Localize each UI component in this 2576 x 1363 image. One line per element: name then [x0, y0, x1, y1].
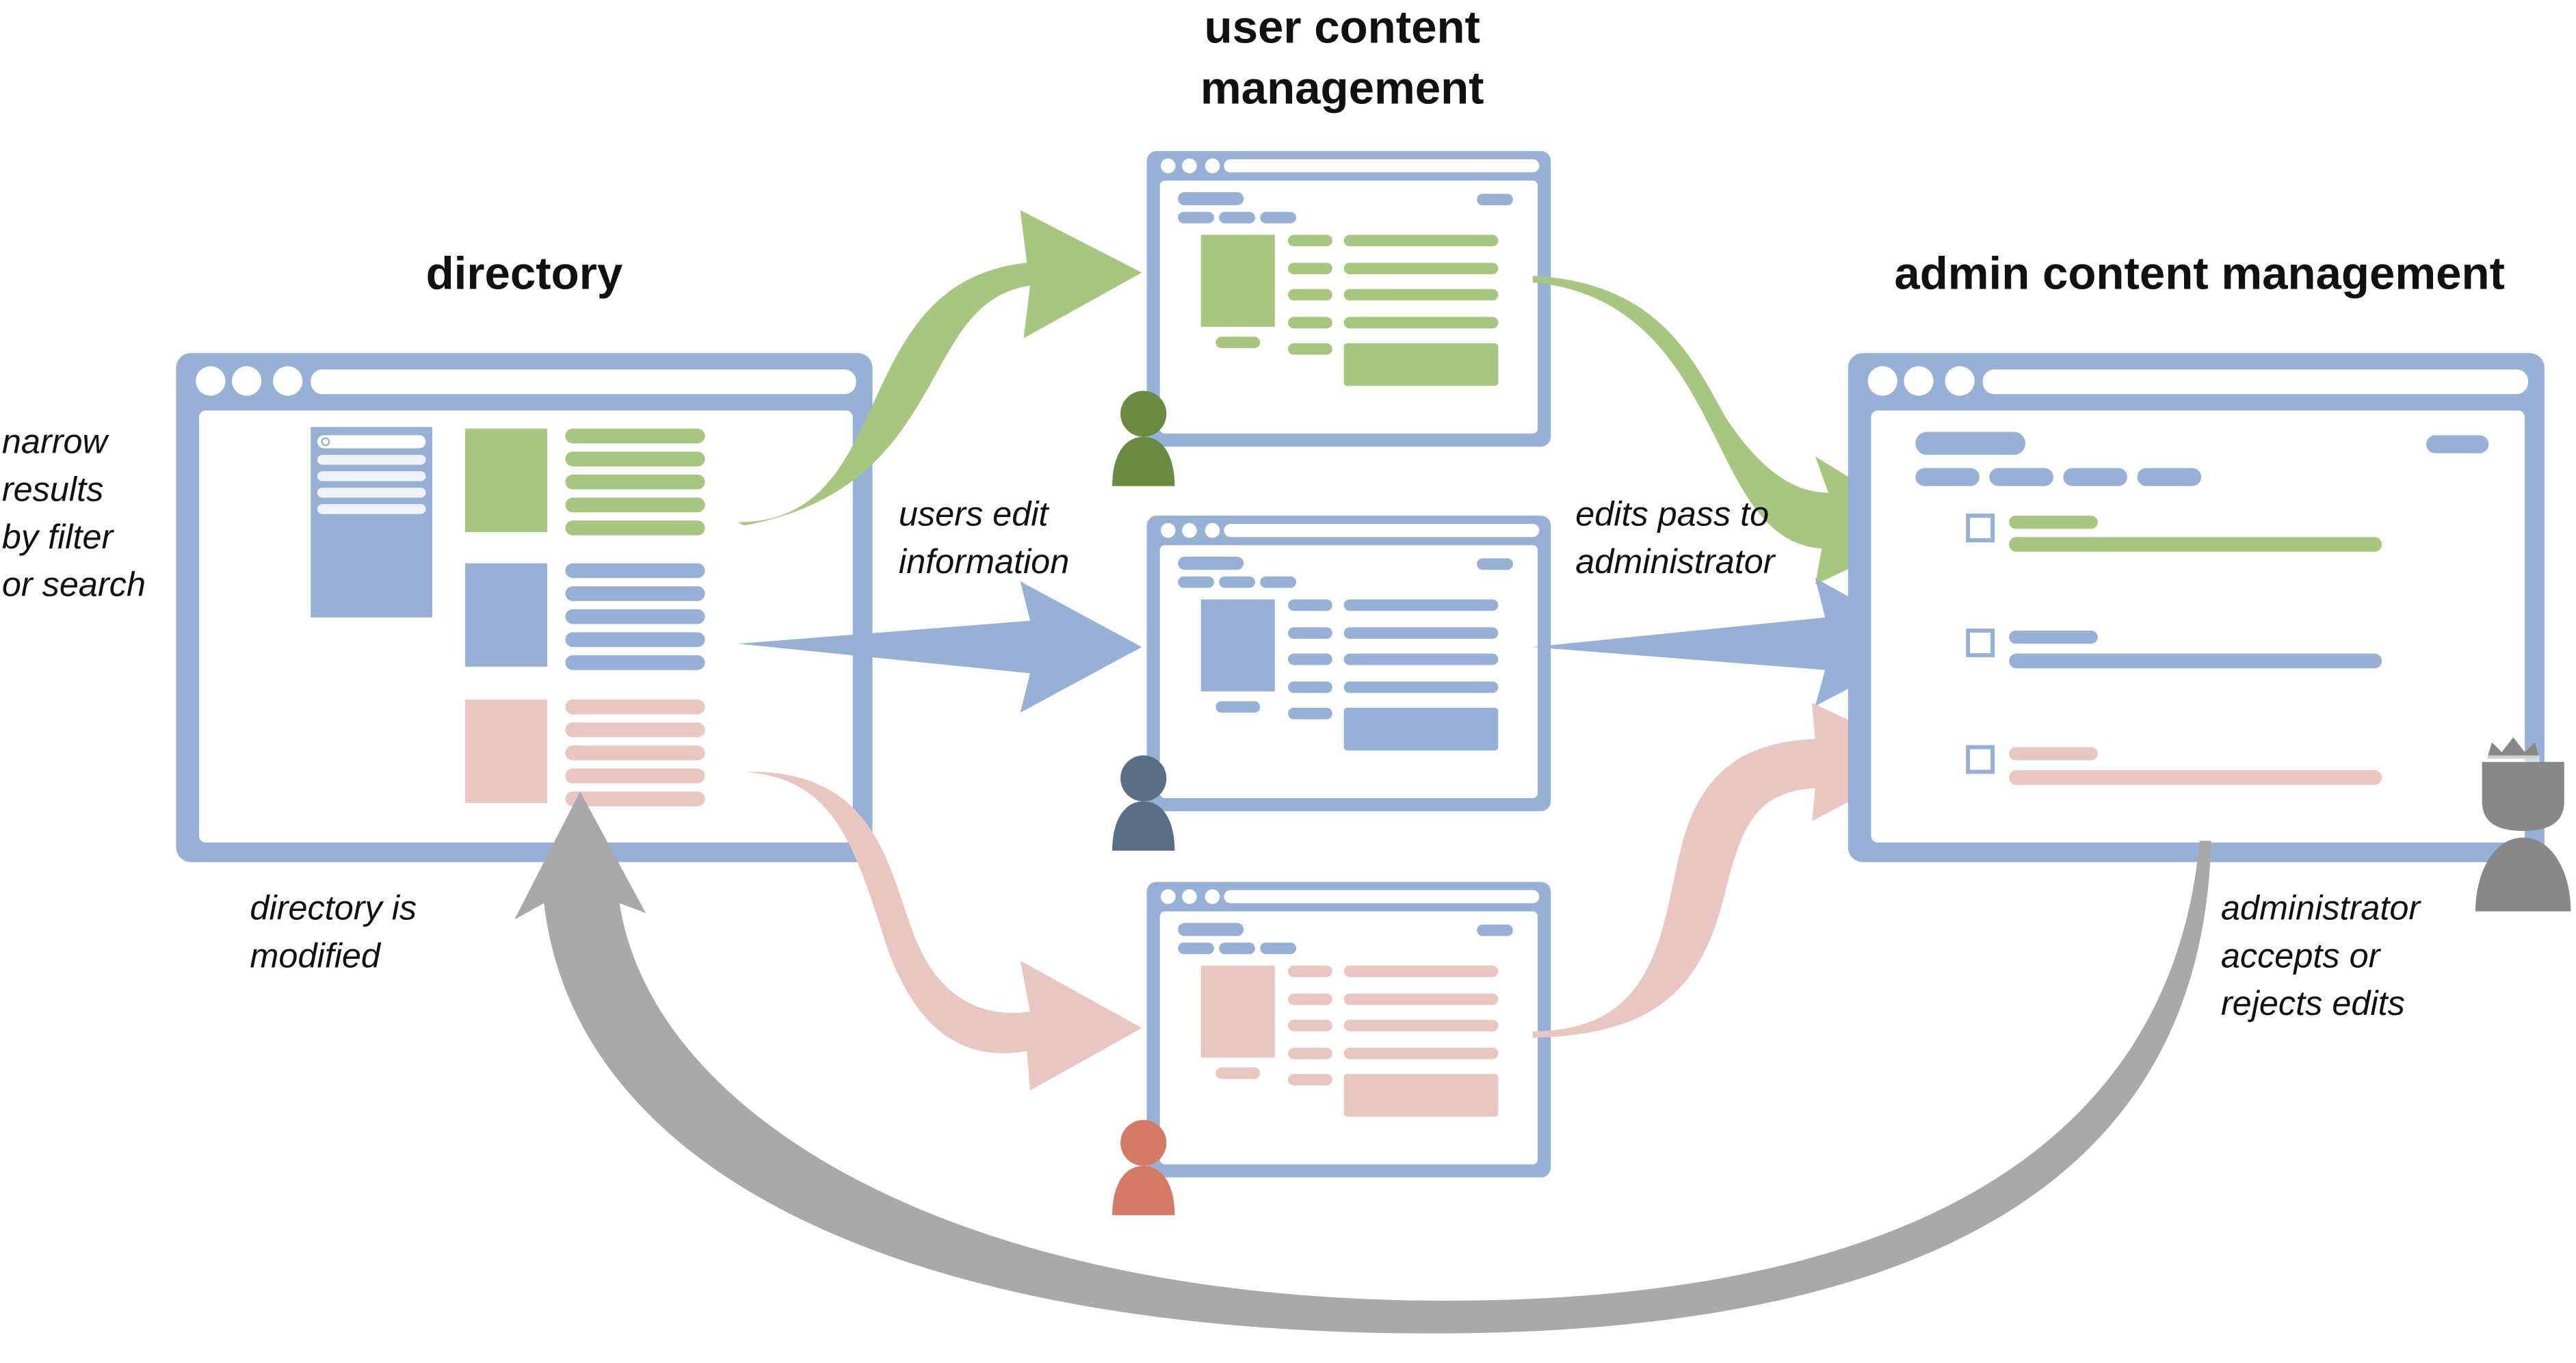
directory-window	[176, 353, 873, 862]
directory-entry-blue	[464, 563, 705, 670]
svg-text:narrow: narrow	[2, 422, 110, 461]
svg-text:users edit: users edit	[899, 494, 1050, 533]
arrow-pink-to-admin	[1532, 702, 1930, 1038]
svg-text:administrator: administrator	[2221, 888, 2422, 927]
svg-text:edits pass to: edits pass to	[1575, 494, 1769, 533]
svg-text:or search: or search	[2, 565, 146, 604]
user-window-blue	[1146, 515, 1551, 812]
svg-text:modified: modified	[250, 936, 381, 975]
filter-sidebar	[311, 427, 432, 618]
crowned-user-icon	[2475, 737, 2571, 912]
directory-title: directory	[426, 248, 623, 300]
note-narrow-results: narrow results by filter or search	[2, 422, 146, 604]
note-admin-accepts: administrator accepts or rejects edits	[2221, 888, 2422, 1022]
svg-text:by filter: by filter	[2, 517, 115, 556]
user-icon	[1112, 391, 1175, 486]
pending-edit-green	[1966, 513, 2382, 552]
note-users-edit: users edit information	[899, 494, 1069, 581]
user-window-pink	[1146, 882, 1551, 1178]
svg-text:results: results	[2, 469, 103, 508]
pending-edit-pink	[1966, 745, 2382, 785]
arrow-green-to-admin	[1532, 276, 1934, 585]
user-content-title-line2: management	[1200, 62, 1484, 114]
svg-text:directory is: directory is	[250, 888, 417, 927]
note-directory-modified: directory is modified	[250, 888, 417, 975]
arrow-blue-to-user-edit	[737, 581, 1142, 713]
directory-entry-pink	[464, 699, 705, 806]
user-icon	[1112, 1120, 1175, 1215]
arrow-blue-to-admin	[1532, 578, 1934, 706]
svg-text:rejects edits: rejects edits	[2221, 983, 2405, 1022]
checkbox	[1966, 745, 1995, 774]
checkbox	[1966, 513, 1995, 542]
svg-text:information: information	[899, 542, 1069, 581]
user-icon	[1112, 755, 1175, 851]
admin-content-title: admin content management	[1894, 248, 2505, 300]
user-window-green	[1146, 150, 1551, 447]
arrow-green-to-user-edit	[737, 210, 1142, 526]
checkbox	[1966, 628, 1995, 658]
svg-text:accepts or: accepts or	[2221, 936, 2382, 975]
svg-text:administrator: administrator	[1575, 542, 1776, 581]
note-edits-pass: edits pass to administrator	[1575, 494, 1776, 581]
search-icon	[321, 437, 330, 447]
admin-window	[1848, 353, 2545, 862]
directory-entry-green	[464, 428, 705, 535]
user-content-title-line1: user content	[1205, 1, 1480, 53]
pending-edit-blue	[1966, 628, 2382, 669]
arrow-pink-to-user-edit	[744, 771, 1142, 1091]
